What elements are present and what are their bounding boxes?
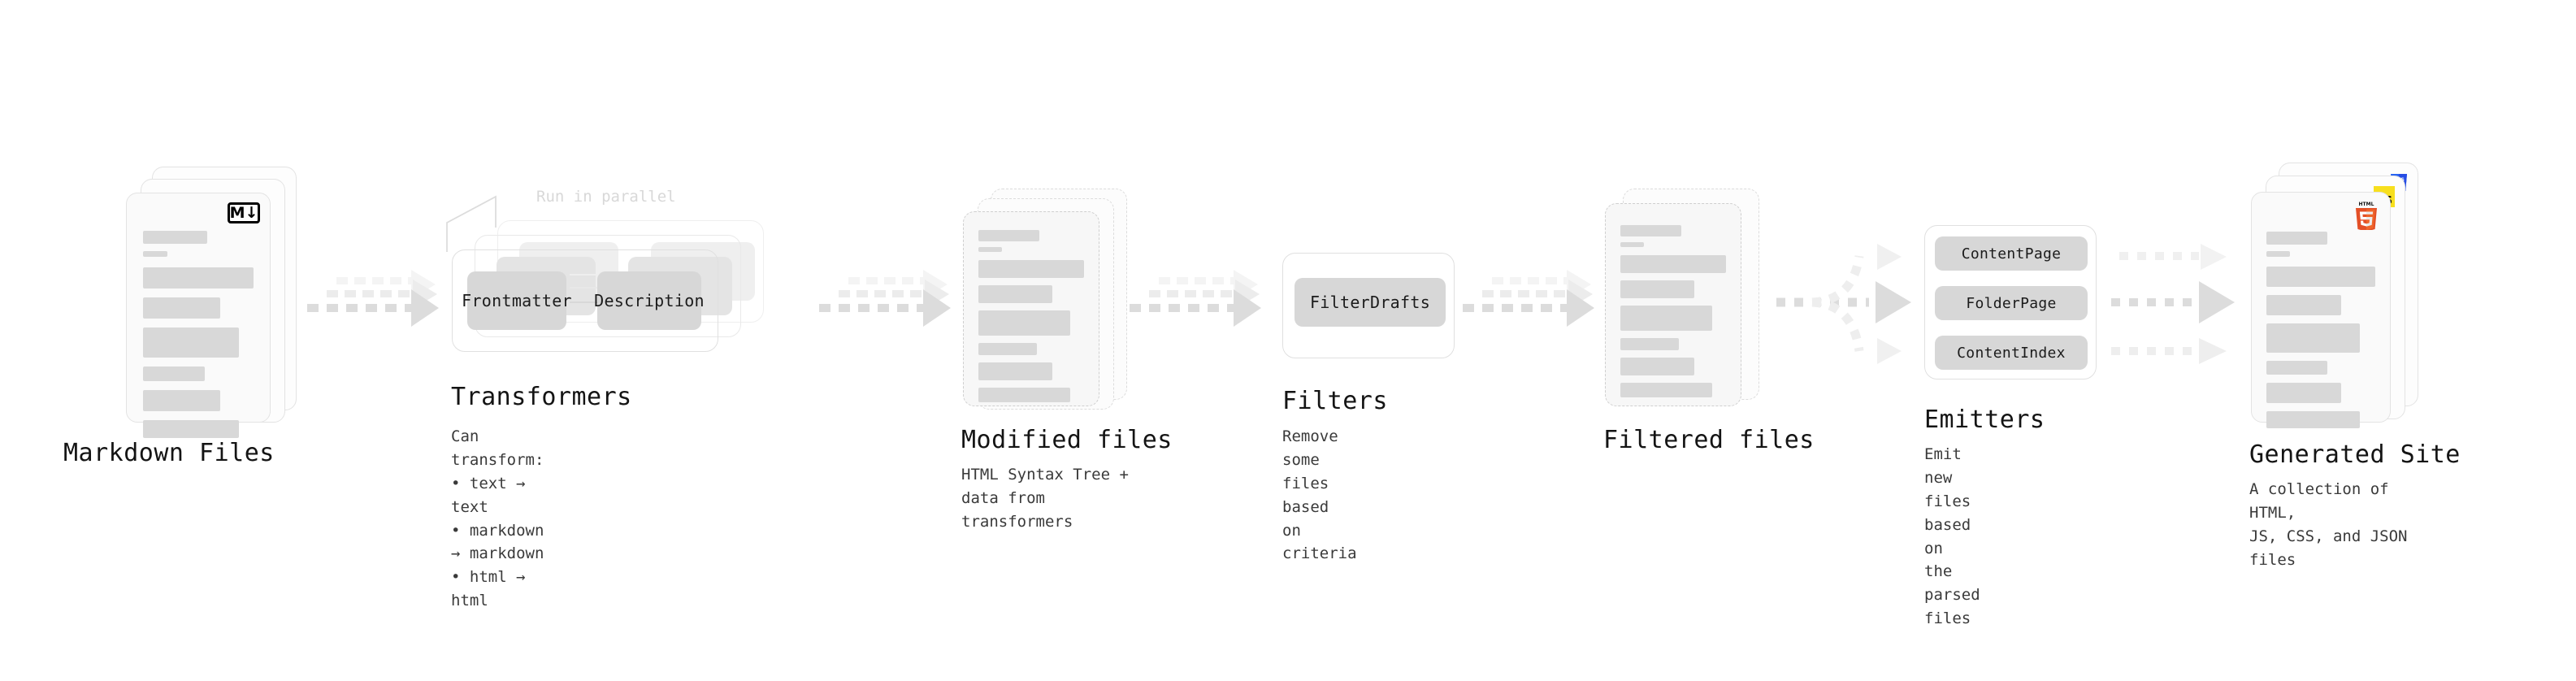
run-in-parallel-bracket bbox=[446, 195, 497, 252]
arrow-filtered-to-emitters bbox=[1772, 229, 1922, 375]
transformer-chip-label: Frontmatter bbox=[462, 291, 572, 310]
stage-title-modified-files: Modified files bbox=[961, 426, 1173, 454]
stage-title-filters: Filters bbox=[1282, 387, 1388, 415]
arrow-transformers-to-modified bbox=[819, 268, 951, 333]
filtered-file-stack bbox=[1605, 189, 1776, 424]
filtered-file-card-front bbox=[1605, 203, 1741, 406]
placeholder-bar bbox=[1620, 358, 1694, 375]
markdown-file-stack: M↓ bbox=[126, 167, 297, 438]
html5-icon: HTML bbox=[2356, 202, 2377, 230]
placeholder-bar bbox=[978, 310, 1071, 336]
placeholder-bar bbox=[978, 230, 1040, 241]
placeholder-bar bbox=[143, 231, 207, 244]
modified-file-stack bbox=[963, 189, 1134, 424]
placeholder-bar bbox=[143, 390, 221, 411]
placeholder-bar bbox=[1620, 280, 1694, 298]
placeholder-bar bbox=[2266, 383, 2342, 403]
transformer-group-front: Frontmatter Description bbox=[452, 249, 718, 352]
stage-title-generated-site: Generated Site bbox=[2249, 440, 2461, 469]
markdown-icon: M↓ bbox=[228, 202, 260, 223]
stage-title-transformers: Transformers bbox=[451, 383, 632, 411]
generated-site-placeholder-bars bbox=[2266, 232, 2375, 436]
placeholder-bar bbox=[143, 297, 221, 319]
stage-caption-modified-files: HTML Syntax Tree + data from transformer… bbox=[961, 466, 1129, 531]
emitter-chip-label: ContentPage bbox=[1961, 245, 2062, 262]
placeholder-bar bbox=[2266, 323, 2361, 353]
placeholder-bar bbox=[2266, 232, 2328, 245]
modified-file-card-front bbox=[963, 211, 1099, 406]
stage-markdown-files: M↓ Markdown Files bbox=[63, 167, 297, 467]
placeholder-bar bbox=[2266, 295, 2342, 315]
placeholder-bar bbox=[1620, 338, 1679, 350]
stage-filtered-files: Filtered files bbox=[1603, 189, 1814, 454]
placeholder-bar bbox=[1620, 306, 1713, 331]
filter-group: FilterDrafts bbox=[1282, 253, 1455, 358]
emitter-group: ContentPage FolderPage ContentIndex bbox=[1924, 225, 2097, 380]
filter-chip-filterdrafts[interactable]: FilterDrafts bbox=[1295, 278, 1446, 327]
stage-caption-emitters: Emit new files based on the parsed files bbox=[1924, 445, 1980, 628]
placeholder-bar bbox=[978, 343, 1037, 355]
stage-title-emitters: Emitters bbox=[1924, 406, 2045, 434]
markdown-icon-label: M↓ bbox=[229, 203, 258, 222]
filter-chip-label: FilterDrafts bbox=[1309, 293, 1431, 312]
markdown-file-placeholder-bars bbox=[143, 231, 254, 445]
placeholder-bar bbox=[978, 247, 1002, 252]
stage-caption-filters: Remove some files based on criteria bbox=[1282, 427, 1357, 563]
stage-generated-site: CSS JS HTML bbox=[2249, 163, 2460, 569]
generated-site-card-html: HTML bbox=[2251, 192, 2391, 428]
transformer-chip-frontmatter[interactable]: Frontmatter bbox=[462, 271, 572, 330]
emitter-chip-label: FolderPage bbox=[1966, 294, 2057, 312]
placeholder-bar bbox=[1620, 242, 1644, 247]
emitter-chip-label: ContentIndex bbox=[1957, 344, 2066, 362]
placeholder-bar bbox=[1620, 225, 1682, 236]
placeholder-bar bbox=[1620, 383, 1713, 397]
arrow-markdown-to-transformers bbox=[307, 268, 439, 333]
placeholder-bar bbox=[978, 388, 1071, 402]
placeholder-bar bbox=[2266, 251, 2291, 257]
emitter-chip-folderpage[interactable]: FolderPage bbox=[1935, 286, 2088, 320]
placeholder-bar bbox=[143, 251, 167, 257]
svg-text:HTML: HTML bbox=[2359, 202, 2374, 207]
placeholder-bar bbox=[978, 260, 1084, 278]
stage-caption-generated-site: A collection of HTML, JS, CSS, and JSON … bbox=[2249, 480, 2408, 569]
modified-file-placeholder-bars bbox=[978, 230, 1084, 410]
stage-modified-files: Modified files HTML Syntax Tree + data f… bbox=[961, 189, 1172, 531]
stage-title-filtered-files: Filtered files bbox=[1603, 426, 1815, 454]
placeholder-bar bbox=[978, 362, 1052, 380]
transformer-chip-description[interactable]: Description bbox=[594, 271, 705, 330]
transformer-chip-label: Description bbox=[594, 291, 705, 310]
stage-caption-transformers: Can transform: • text → text • markdown … bbox=[451, 427, 544, 610]
arrow-emitters-to-site bbox=[2108, 229, 2250, 375]
placeholder-bar bbox=[2266, 411, 2361, 428]
placeholder-bar bbox=[143, 327, 240, 358]
placeholder-bar bbox=[143, 420, 240, 438]
placeholder-bar bbox=[978, 285, 1052, 303]
arrow-filters-to-filtered bbox=[1463, 268, 1601, 333]
placeholder-bar bbox=[143, 367, 206, 381]
placeholder-bar bbox=[2266, 361, 2328, 375]
generated-site-stack: CSS JS HTML bbox=[2251, 163, 2426, 428]
markdown-file-card-front: M↓ bbox=[126, 193, 271, 438]
emitter-chip-contentpage[interactable]: ContentPage bbox=[1935, 236, 2088, 271]
placeholder-bar bbox=[2266, 267, 2375, 287]
arrow-modified-to-filters bbox=[1130, 268, 1268, 333]
run-in-parallel-label: Run in parallel bbox=[536, 188, 676, 206]
placeholder-bar bbox=[1620, 255, 1726, 273]
placeholder-bar bbox=[143, 267, 254, 288]
emitter-chip-contentindex[interactable]: ContentIndex bbox=[1935, 336, 2088, 370]
filtered-file-placeholder-bars bbox=[1620, 225, 1726, 405]
stage-title-markdown-files: Markdown Files bbox=[63, 439, 275, 467]
